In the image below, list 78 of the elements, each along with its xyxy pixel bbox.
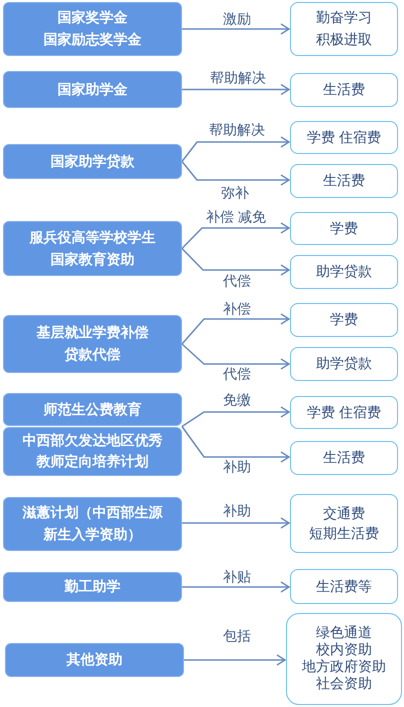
aid-program-box: [3, 221, 182, 276]
arrow: [181, 248, 290, 276]
benefit-text: 助学贷款: [316, 355, 372, 373]
benefit-text: 短期生活费: [309, 524, 379, 544]
arrow: [182, 581, 290, 593]
program-name: 国家励志奖学金: [44, 30, 142, 50]
benefit-text: 助学贷款: [316, 263, 372, 281]
benefit-text: 生活费: [323, 449, 365, 467]
aid-program-box: [3, 393, 182, 426]
edge-label: 补助: [223, 504, 251, 520]
arrow: [182, 406, 290, 428]
benefit-box: [290, 2, 398, 56]
program-name: 滋蕙计划（中西部生源新生入学资助）: [21, 504, 164, 545]
aid-program-box: [3, 71, 182, 108]
program-name: 中西部欠发达地区优秀教师定向培养计划: [21, 432, 164, 472]
edge-label: 代偿: [223, 368, 251, 382]
arrow: [181, 426, 290, 463]
program-name: 勤工助学: [64, 578, 120, 596]
benefit-box: [290, 164, 398, 198]
benefit-box: [290, 255, 398, 289]
benefit-box: [290, 121, 398, 154]
benefit-text: 学费: [330, 311, 358, 329]
edge-label: 补助: [223, 460, 251, 476]
benefit-text: 学费 住宿费: [306, 404, 382, 422]
benefit-box: [286, 613, 402, 705]
edge-label: 补偿: [223, 302, 251, 318]
program-name: 国家奖学金: [58, 8, 128, 28]
benefit-box: [290, 441, 398, 475]
arrow: [182, 343, 290, 370]
benefit-text: 生活费: [323, 81, 365, 99]
edge-label: 弥补: [221, 186, 249, 202]
aid-program-box: [5, 643, 184, 677]
benefit-box: [290, 73, 398, 107]
benefit-text: 积极进取: [316, 31, 372, 50]
program-name: 其他资助: [66, 651, 122, 669]
edge-label: 激励: [223, 12, 251, 28]
program-name: 师范生公费教育: [44, 400, 142, 418]
aid-program-box: [3, 497, 182, 551]
aid-program-box: [3, 427, 182, 476]
arrow: [182, 517, 290, 529]
edge-label: 补偿 减免: [206, 210, 266, 226]
program-name: 国家助学金: [58, 80, 128, 98]
edge-label: 帮助解决: [209, 124, 265, 138]
edge-label: 代偿: [223, 274, 251, 290]
arrow: [184, 654, 286, 666]
benefit-box: [290, 347, 398, 381]
aid-program-box: [3, 144, 182, 179]
benefit-text: 勤奋学习: [316, 9, 372, 28]
arrow: [181, 222, 290, 250]
edge-label: 包括: [223, 630, 251, 644]
program-name: 服兵役高等学校学生国家教育资助: [28, 228, 156, 270]
benefit-box: [290, 494, 398, 553]
benefit-text: 地方政府资助: [302, 659, 386, 676]
arrow: [182, 23, 290, 35]
aid-program-box: [3, 315, 182, 373]
benefit-text: 生活费等: [316, 578, 372, 596]
benefit-text: 校内资助: [316, 642, 372, 659]
benefit-text: 绿色通道: [316, 625, 372, 642]
benefit-text: 交通费: [323, 504, 365, 524]
benefit-text: 学费: [330, 220, 358, 238]
benefit-box: [290, 303, 398, 337]
edge-label: 帮助解决: [210, 72, 266, 86]
arrow: [182, 84, 290, 96]
program-name: 国家助学贷款: [50, 152, 134, 170]
aid-program-box: [3, 2, 182, 56]
arrow: [181, 161, 290, 186]
edge-label: 免缴: [223, 394, 251, 408]
benefit-box: [290, 569, 398, 604]
benefit-text: 学费 住宿费: [306, 128, 382, 146]
arrow: [181, 313, 290, 344]
aid-program-box: [3, 572, 182, 602]
edge-label: 补贴: [223, 570, 251, 586]
benefit-box: [290, 212, 398, 245]
benefit-box: [290, 396, 398, 429]
arrow: [181, 136, 290, 162]
benefit-text: 社会资助: [316, 676, 372, 693]
program-name: 基层就业学费补偿贷款代偿: [35, 324, 150, 365]
benefit-text: 生活费: [323, 172, 365, 190]
